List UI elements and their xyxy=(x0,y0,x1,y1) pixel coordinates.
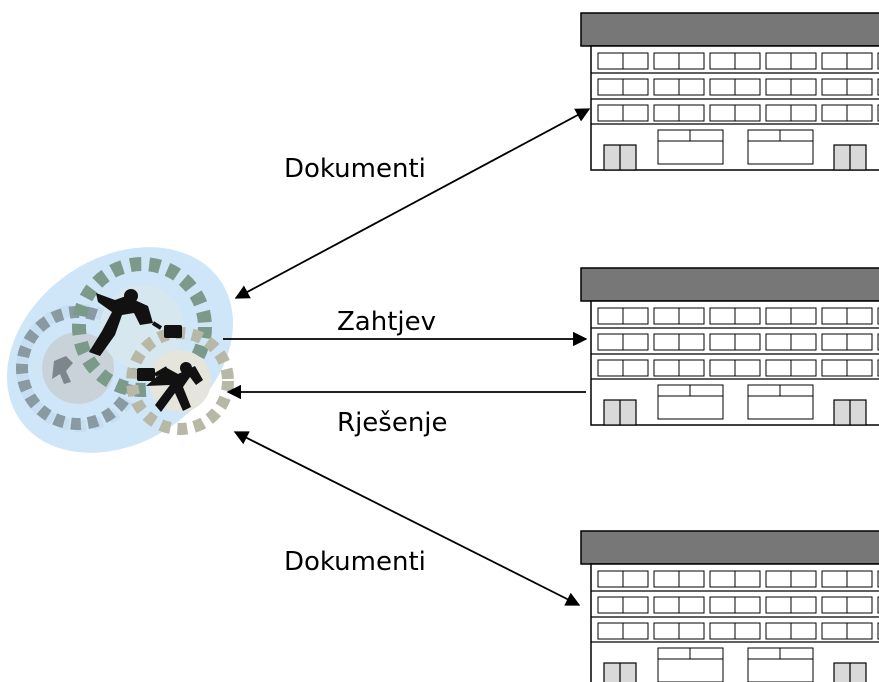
documents-top-label: Dokumenti xyxy=(284,154,426,184)
response-label: Rješenje xyxy=(337,408,448,438)
building-top xyxy=(580,12,879,171)
documents-bottom-arrow xyxy=(233,431,581,606)
building-middle xyxy=(580,267,879,426)
documents-bottom-label: Dokumenti xyxy=(284,547,426,577)
building-bottom xyxy=(580,530,879,682)
request-label: Zahtjev xyxy=(337,307,436,337)
business-people-gears-icon xyxy=(6,247,234,453)
documents-top-arrow xyxy=(234,108,591,299)
